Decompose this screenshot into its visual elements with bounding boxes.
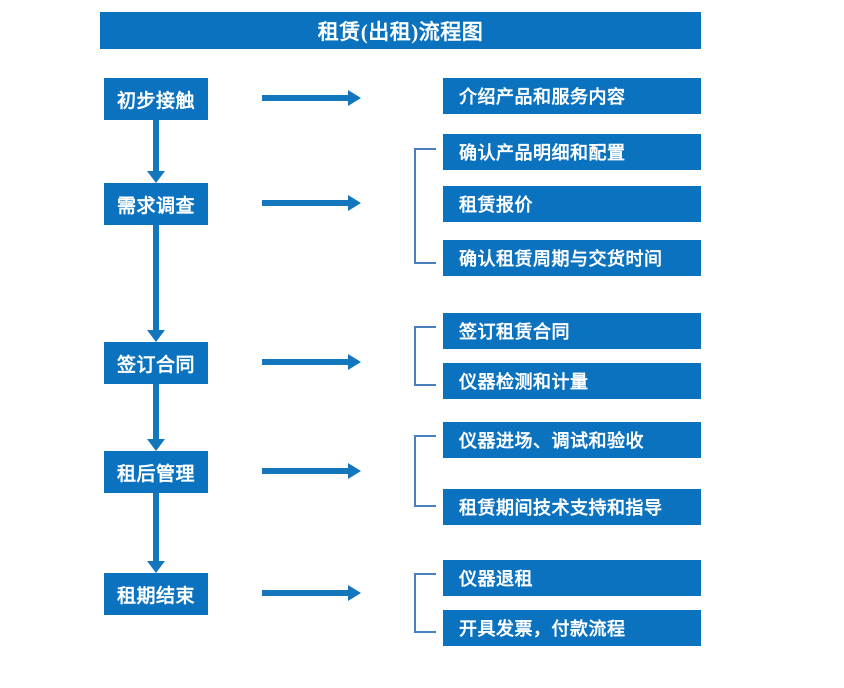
arrow-head-icon: [348, 585, 361, 601]
horizontal-arrow-1: [262, 90, 361, 106]
arrow-head-icon: [348, 463, 361, 479]
vertical-arrow-1: [147, 120, 165, 183]
arrow-head-icon: [147, 171, 165, 183]
horizontal-arrow-5: [262, 585, 361, 601]
arrow-shaft: [262, 95, 350, 101]
arrow-shaft: [153, 493, 159, 561]
detail-box-zulin-qijian-jishu[interactable]: 租赁期间技术支持和指导: [443, 489, 701, 525]
detail-box-yiqi-jinchang-tiaoshi[interactable]: 仪器进场、调试和验收: [443, 422, 701, 458]
arrow-shaft: [153, 120, 159, 171]
stage-box-qianding-hetong[interactable]: 签订合同: [104, 342, 208, 384]
arrow-head-icon: [147, 439, 165, 451]
detail-box-jieshao-chanpin-fuwu[interactable]: 介绍产品和服务内容: [443, 78, 701, 114]
vertical-arrow-3: [147, 384, 165, 451]
arrow-shaft: [262, 359, 350, 365]
stage-box-chubu-jiechu[interactable]: 初步接触: [104, 78, 208, 120]
horizontal-arrow-3: [262, 354, 361, 370]
bracket-connector-group-2: [414, 148, 436, 264]
arrow-shaft: [153, 384, 159, 439]
stage-box-zuqi-jieshu[interactable]: 租期结束: [104, 573, 208, 615]
diagram-title: 租赁(出租)流程图: [100, 12, 701, 49]
detail-box-queren-chanpin-mingxi[interactable]: 确认产品明细和配置: [443, 134, 701, 170]
detail-box-queren-zulin-zhouqi[interactable]: 确认租赁周期与交货时间: [443, 240, 701, 276]
detail-box-yiqi-tuizu[interactable]: 仪器退租: [443, 560, 701, 596]
arrow-shaft: [262, 200, 350, 206]
bracket-connector-group-3: [414, 326, 436, 386]
horizontal-arrow-2: [262, 195, 361, 211]
detail-box-yiqi-jiance-jiliang[interactable]: 仪器检测和计量: [443, 363, 701, 399]
arrow-head-icon: [147, 330, 165, 342]
horizontal-arrow-4: [262, 463, 361, 479]
bracket-connector-group-4: [414, 435, 436, 507]
arrow-head-icon: [147, 561, 165, 573]
detail-box-kaiju-fapiao-fukuan[interactable]: 开具发票，付款流程: [443, 610, 701, 646]
vertical-arrow-2: [147, 225, 165, 342]
detail-box-qianding-zulin-hetong[interactable]: 签订租赁合同: [443, 313, 701, 349]
arrow-head-icon: [348, 195, 361, 211]
arrow-head-icon: [348, 354, 361, 370]
arrow-shaft: [262, 590, 350, 596]
stage-box-xuqiu-diaocha[interactable]: 需求调查: [104, 183, 208, 225]
bracket-connector-group-5: [414, 573, 436, 633]
detail-box-zulin-baojia[interactable]: 租赁报价: [443, 186, 701, 222]
stage-box-zuhou-guanli[interactable]: 租后管理: [104, 451, 208, 493]
vertical-arrow-4: [147, 493, 165, 573]
arrow-shaft: [262, 468, 350, 474]
arrow-shaft: [153, 225, 159, 330]
arrow-head-icon: [348, 90, 361, 106]
